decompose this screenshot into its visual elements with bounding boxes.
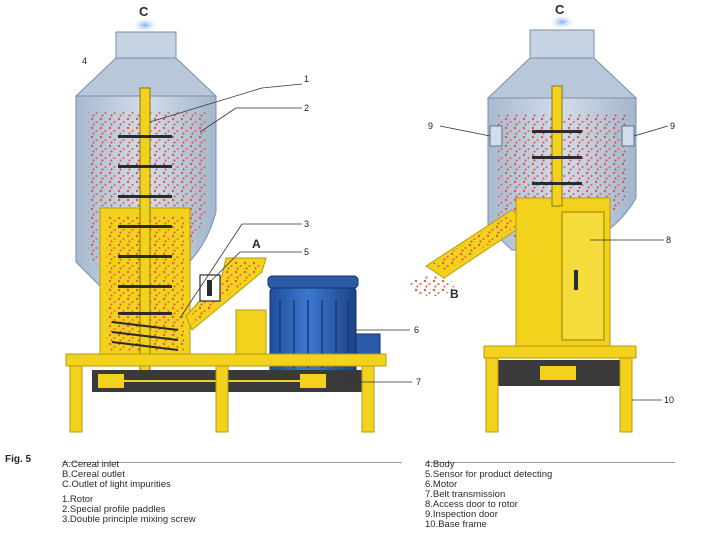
label-2: 2 xyxy=(304,103,309,113)
label-6: 6 xyxy=(414,325,419,335)
outlet-grain xyxy=(432,216,520,272)
top-chimney-right xyxy=(529,29,595,59)
label-1: 1 xyxy=(304,74,309,84)
legend-item: 1.Rotor xyxy=(62,494,94,505)
legend-item: 7.Belt transmission xyxy=(425,489,506,500)
label-c-right: C xyxy=(555,2,565,17)
legend-item: 8.Access door to rotor xyxy=(425,499,518,510)
label-5: 5 xyxy=(304,247,309,257)
paddles-right xyxy=(532,130,582,185)
leg-left-1 xyxy=(69,365,83,433)
label-7: 7 xyxy=(416,377,421,387)
legend-item: 10.Base frame xyxy=(425,519,487,530)
leg-left-3 xyxy=(361,365,375,433)
label-a: A xyxy=(252,237,261,251)
outlet-spray xyxy=(410,276,454,296)
impurity-puff-left xyxy=(131,17,159,33)
legend-item: B.Cereal outlet xyxy=(62,469,125,480)
left-machine xyxy=(65,17,387,433)
figure-number: Fig. 5 xyxy=(5,454,32,465)
label-10: 10 xyxy=(664,395,674,405)
inspection-door-right xyxy=(621,125,635,147)
legend-left: A.Cereal inlet B.Cereal outlet C.Outlet … xyxy=(62,460,196,525)
belt-transmission xyxy=(92,370,372,392)
legend-item: 3.Double principle mixing screw xyxy=(62,514,196,525)
legend-item: 5.Sensor for product detecting xyxy=(425,469,553,480)
leg-right-2 xyxy=(619,357,633,433)
right-machine xyxy=(410,14,638,433)
mixing-screw-left xyxy=(111,321,179,351)
paddles-left xyxy=(118,135,172,315)
lower-housing-right xyxy=(483,345,637,359)
access-door-handle xyxy=(574,270,578,290)
label-9-right: 9 xyxy=(670,121,675,131)
top-chimney-left xyxy=(115,31,177,59)
inspection-door-left xyxy=(489,125,503,147)
impurity-puff-right xyxy=(548,14,576,30)
access-door xyxy=(561,211,605,341)
legend-right: 4.Body 5.Sensor for product detecting 6.… xyxy=(425,460,552,530)
figure-caption: Fig. 5 A.Cereal inlet B.Cereal outlet C.… xyxy=(0,448,714,536)
legend-item: 2.Special profile paddles xyxy=(62,504,166,515)
leg-right-1 xyxy=(485,357,499,433)
sensor-indicator xyxy=(207,280,212,296)
motor-bracket xyxy=(235,309,267,357)
legend-item: 9.Inspection door xyxy=(425,509,498,520)
legend-item: A.Cereal inlet xyxy=(62,459,120,470)
rotor-shaft-right xyxy=(551,85,563,207)
label-b: B xyxy=(450,287,459,301)
belt-pulley-right xyxy=(540,366,576,380)
leg-left-2 xyxy=(215,365,229,433)
leader-lines xyxy=(149,83,669,401)
caption-rule-right xyxy=(425,462,675,463)
label-4: 4 xyxy=(82,56,87,66)
caption-rule-left xyxy=(62,462,402,463)
label-9-left: 9 xyxy=(428,121,433,131)
label-8: 8 xyxy=(666,235,671,245)
label-3: 3 xyxy=(304,219,309,229)
base-plate-left xyxy=(65,353,387,367)
machine-diagram: C C A B 1 2 3 4 5 6 7 8 9 9 10 xyxy=(65,2,675,433)
legend-item: C.Outlet of light impurities xyxy=(62,479,171,490)
legend-item: 4.Body xyxy=(425,459,455,470)
inlet-grain xyxy=(192,261,262,322)
legend-item: 6.Motor xyxy=(425,479,458,490)
label-c-left: C xyxy=(139,4,149,19)
